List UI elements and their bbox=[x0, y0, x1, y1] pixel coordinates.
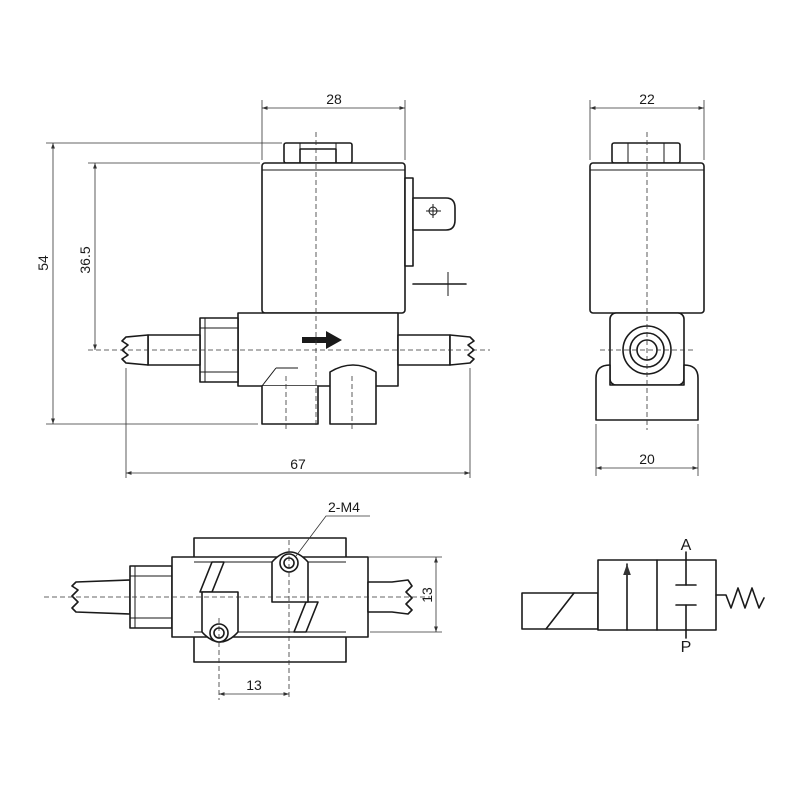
flow-direction-arrow bbox=[302, 331, 342, 349]
return-spring-symbol bbox=[715, 587, 765, 609]
thread-callout: 2-M4 bbox=[328, 499, 360, 515]
valve-symbol: A P bbox=[521, 537, 765, 656]
coil-nut bbox=[283, 142, 353, 164]
dim-front-width: 28 bbox=[326, 91, 342, 107]
dim-side-base-width: 20 bbox=[639, 451, 655, 467]
dim-front-length-total: 67 bbox=[290, 456, 306, 472]
mounting-legs bbox=[261, 364, 377, 432]
dim-side-top-width: 22 bbox=[639, 91, 655, 107]
front-view: 28 54 36.5 67 bbox=[35, 91, 490, 478]
bottom-view: 2-M4 13 13 bbox=[44, 499, 442, 700]
left-fitting bbox=[121, 317, 239, 383]
dim-hole-offset: 13 bbox=[419, 587, 435, 603]
side-view: 22 20 bbox=[589, 91, 705, 476]
terminal-tab bbox=[404, 177, 467, 296]
dim-front-height-total: 54 bbox=[35, 255, 51, 271]
dim-hole-spacing: 13 bbox=[246, 677, 262, 693]
port-a-label: A bbox=[681, 537, 692, 554]
port-p-label: P bbox=[681, 639, 692, 656]
solenoid-coil bbox=[261, 162, 406, 314]
dim-front-height-axis: 36.5 bbox=[77, 246, 93, 273]
side-coil-nut bbox=[611, 142, 681, 164]
